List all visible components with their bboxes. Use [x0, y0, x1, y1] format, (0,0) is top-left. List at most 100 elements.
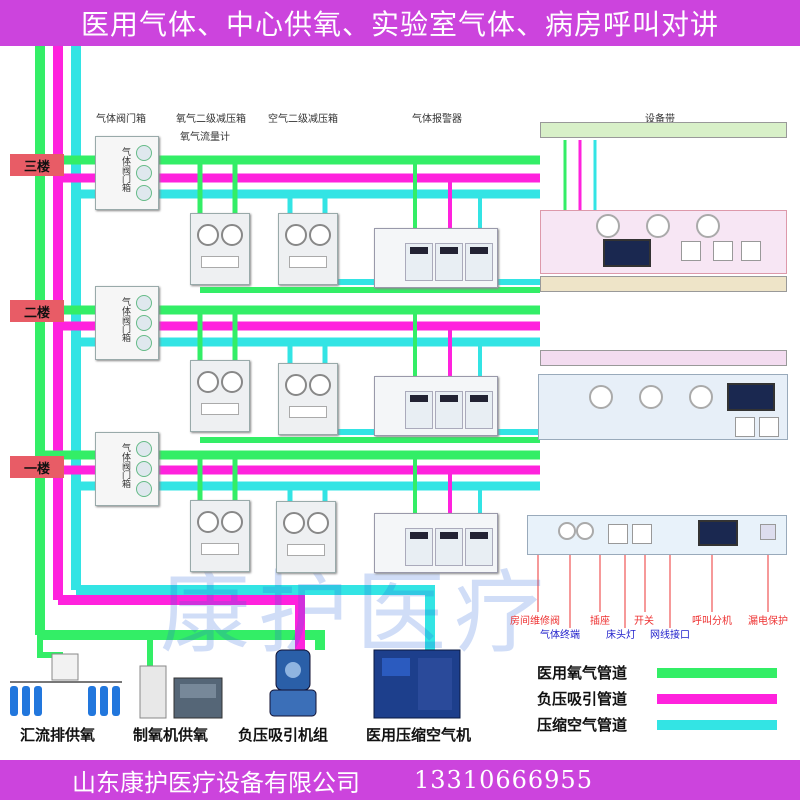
socket-icon [759, 417, 779, 437]
manifold-cylinders-icon [10, 653, 122, 716]
gauge-icon [136, 295, 152, 311]
alarm-module [465, 391, 493, 429]
gauge-icon [136, 441, 152, 457]
label-network: 网线接口 [650, 630, 690, 641]
air-regulator-box-floor-1 [276, 501, 336, 573]
source-compressor-label: 医用压缩空气机 [366, 726, 472, 744]
nameplate [201, 256, 239, 268]
pressure-gauge-icon [309, 374, 331, 396]
company-name: 山东康护医疗设备有限公司 [72, 768, 360, 797]
label-repair-valve: 房间维修阀 [510, 616, 560, 627]
alarm-module [435, 528, 463, 566]
source-vacuum-label: 负压吸引机组 [238, 726, 329, 744]
socket-icon [608, 524, 628, 544]
alarm-module [405, 528, 433, 566]
nameplate [287, 544, 325, 556]
gas-alarm-floor-2 [374, 376, 498, 436]
oxygen-regulator-box-floor-1 [190, 500, 250, 572]
legend-vacuum-swatch [657, 693, 777, 704]
gas-outlet-icon [558, 522, 576, 540]
legend-air-swatch [657, 719, 777, 730]
alarm-module [465, 243, 493, 281]
source-generator-label: 制氧机供氧 [133, 726, 209, 744]
socket-icon [713, 241, 733, 261]
label-intercom: 呼叫分机 [692, 616, 732, 627]
valve-box-heading: 气体阀门箱 [96, 114, 146, 125]
legend-vacuum: 负压吸引管道 [537, 688, 777, 709]
gauge-icon [136, 185, 152, 201]
equipment-belt-pink [540, 210, 787, 274]
source-manifold-label: 汇流排供氧 [20, 726, 96, 744]
air-regulator-heading: 空气二级减压箱 [268, 114, 338, 125]
oxygen-generator-icon [139, 665, 223, 719]
pressure-gauge-icon [309, 224, 331, 246]
gas-outlet-icon [689, 385, 713, 409]
socket-icon [741, 241, 761, 261]
gas-outlet-icon [696, 214, 720, 238]
pressure-gauge-icon [197, 371, 219, 393]
gas-valve-box-floor-2: 气体阀门箱 [95, 286, 159, 360]
equipment-belt-blue [538, 374, 788, 440]
display-screen [698, 520, 738, 546]
phone-number: 13310666955 [414, 766, 593, 794]
gas-alarm-floor-1 [374, 513, 498, 573]
gauge-icon [136, 481, 152, 497]
valve-box-text: 气体阀门箱 [120, 297, 130, 342]
oxygen-regulator-box-floor-3 [190, 213, 250, 285]
equipment-belt-green [540, 122, 787, 138]
equipment-belt-detail [527, 515, 787, 555]
display-screen [727, 383, 775, 411]
pressure-gauge-icon [197, 511, 219, 533]
leakage-switch-icon [760, 524, 776, 540]
oxygen-flowmeter-heading: 氧气流量计 [180, 132, 230, 143]
equipment-belt-rose [540, 350, 787, 366]
gas-outlet-icon [576, 522, 594, 540]
alarm-module [465, 528, 493, 566]
valve-box-text: 气体阀门箱 [120, 147, 130, 192]
nameplate [289, 256, 327, 268]
equipment-belt-beige [540, 276, 787, 292]
equipment-belt-heading: 设备带 [645, 114, 675, 125]
alarm-module [405, 391, 433, 429]
alarm-module [435, 243, 463, 281]
page-title-banner: 医用气体、中心供氧、实验室气体、病房呼叫对讲 [0, 0, 800, 46]
gas-outlet-icon [646, 214, 670, 238]
legend-oxygen: 医用氧气管道 [537, 662, 777, 683]
alarm-heading: 气体报警器 [412, 114, 462, 125]
alarm-module [405, 243, 433, 281]
pressure-gauge-icon [221, 371, 243, 393]
nameplate [201, 543, 239, 555]
vacuum-pump-icon [269, 649, 317, 717]
legend-air: 压缩空气管道 [537, 714, 777, 735]
air-regulator-box-floor-2 [278, 363, 338, 435]
watermark: 康护医疗 [160, 561, 552, 666]
gas-outlet-icon [596, 214, 620, 238]
legend-oxygen-swatch [657, 667, 777, 678]
display-screen [603, 239, 651, 267]
pressure-gauge-icon [197, 224, 219, 246]
air-regulator-box-floor-3 [278, 213, 338, 285]
floor-2-label: 二楼 [10, 300, 64, 322]
pressure-gauge-icon [221, 224, 243, 246]
gauge-icon [136, 145, 152, 161]
gauge-icon [136, 315, 152, 331]
gas-outlet-icon [589, 385, 613, 409]
oxygen-regulator-box-floor-2 [190, 360, 250, 432]
gauge-icon [136, 461, 152, 477]
socket-icon [681, 241, 701, 261]
gauge-icon [136, 165, 152, 181]
gas-valve-box-floor-3: 气体阀门箱 [95, 136, 159, 210]
pressure-gauge-icon [285, 374, 307, 396]
label-gas-terminal: 气体终端 [540, 630, 580, 641]
socket-icon [632, 524, 652, 544]
page-title: 医用气体、中心供氧、实验室气体、病房呼叫对讲 [80, 8, 719, 41]
socket-icon [735, 417, 755, 437]
gauge-icon [136, 335, 152, 351]
air-compressor-icon [373, 649, 461, 719]
alarm-module [435, 391, 463, 429]
pressure-gauge-icon [221, 511, 243, 533]
footer-banner: 山东康护医疗设备有限公司 13310666955 [0, 760, 800, 800]
floor-3-label: 三楼 [10, 154, 64, 176]
valve-box-text: 气体阀门箱 [120, 443, 130, 488]
gas-alarm-floor-3 [374, 228, 498, 288]
